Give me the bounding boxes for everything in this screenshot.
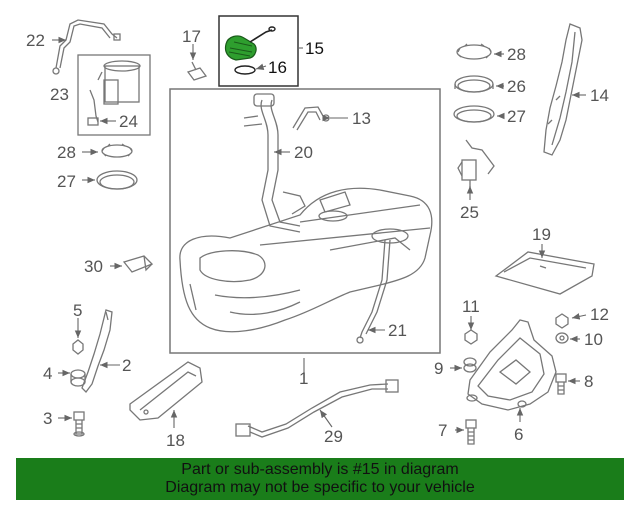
callout-19[interactable]: 19 [532,225,551,244]
nut-5[interactable] [72,339,84,355]
callout-24[interactable]: 24 [119,112,138,131]
bolt-7[interactable] [465,419,477,445]
callout-2[interactable]: 2 [122,356,131,375]
fuel-feed-line[interactable] [52,19,121,75]
lock-ring-right[interactable] [456,43,492,60]
grommet-9[interactable] [463,357,477,373]
seal-ring-left[interactable] [96,170,138,190]
brake-line[interactable] [235,379,399,438]
callout-5[interactable]: 5 [73,301,82,320]
callout-25[interactable]: 25 [460,203,479,222]
callout-22[interactable]: 22 [26,31,45,50]
fuel-filler-cap[interactable] [224,26,276,61]
fuel-filler-pipe[interactable] [243,93,306,233]
callout-6[interactable]: 6 [514,425,523,444]
callout-17[interactable]: 17 [182,27,201,46]
nut-12[interactable] [555,313,569,329]
callout-27-left[interactable]: 27 [57,172,76,191]
callout-9[interactable]: 9 [434,359,443,378]
callout-1[interactable]: 1 [299,369,308,388]
callout-12[interactable]: 12 [590,305,609,324]
fuel-pump-module[interactable] [87,60,141,126]
callout-30[interactable]: 30 [84,257,103,276]
cap-gasket[interactable] [234,65,256,75]
callout-20[interactable]: 20 [294,143,313,162]
callout-23[interactable]: 23 [50,85,69,104]
fuel-cap-box [218,15,299,87]
callout-15[interactable]: 15 [305,39,324,58]
callout-labels: 22 17 23 24 28 27 30 5 4 2 3 18 13 20 21… [26,27,609,450]
callout-27-right[interactable]: 27 [507,107,526,126]
callout-4[interactable]: 4 [43,364,52,383]
callout-16[interactable]: 16 [268,58,287,77]
callout-29[interactable]: 29 [324,427,343,446]
callout-11[interactable]: 11 [462,297,480,316]
hose-clip[interactable] [186,61,208,81]
banner-line-2: Diagram may not be specific to your vehi… [165,479,475,496]
footer-banner: Part or sub-assembly is #15 in diagram D… [16,458,624,500]
leader-lines [52,36,587,434]
tank-shield[interactable] [466,319,557,411]
lock-ring-left[interactable] [101,143,133,158]
callout-18[interactable]: 18 [166,431,185,450]
banner-line-1: Part or sub-assembly is #15 in diagram [181,461,459,478]
fuel-line[interactable] [356,239,391,344]
grommet-10[interactable] [555,332,569,344]
seal-ring-right-lower[interactable] [453,105,495,123]
fuel-pump-box [77,54,151,136]
callout-26[interactable]: 26 [507,77,526,96]
seal-ring-right-upper[interactable] [454,75,494,93]
nut-11[interactable] [464,329,478,345]
callout-21[interactable]: 21 [388,321,407,340]
callout-13[interactable]: 13 [352,109,371,128]
callout-14[interactable]: 14 [590,86,609,105]
callout-8[interactable]: 8 [584,372,593,391]
fuel-level-sender[interactable] [457,139,495,188]
fuel-tank[interactable] [179,187,433,333]
callout-28-right[interactable]: 28 [507,45,526,64]
vent-line[interactable] [292,106,330,131]
callout-28-left[interactable]: 28 [57,143,76,162]
callout-10[interactable]: 10 [584,330,603,349]
bolt-3[interactable] [73,411,85,437]
tank-strap[interactable] [81,309,113,393]
small-bracket[interactable] [122,255,154,273]
fuel-tank-assembly-box [169,88,441,354]
bolt-8[interactable] [555,373,567,395]
heat-shield[interactable] [543,23,583,156]
parts-diagram: 22 17 23 24 28 27 30 5 4 2 3 18 13 20 21… [26,15,609,450]
callout-3[interactable]: 3 [43,409,52,428]
underbody-plate[interactable] [494,251,595,295]
nut-4[interactable] [70,369,86,387]
callout-7[interactable]: 7 [438,421,447,440]
trim-panel[interactable] [129,361,203,421]
